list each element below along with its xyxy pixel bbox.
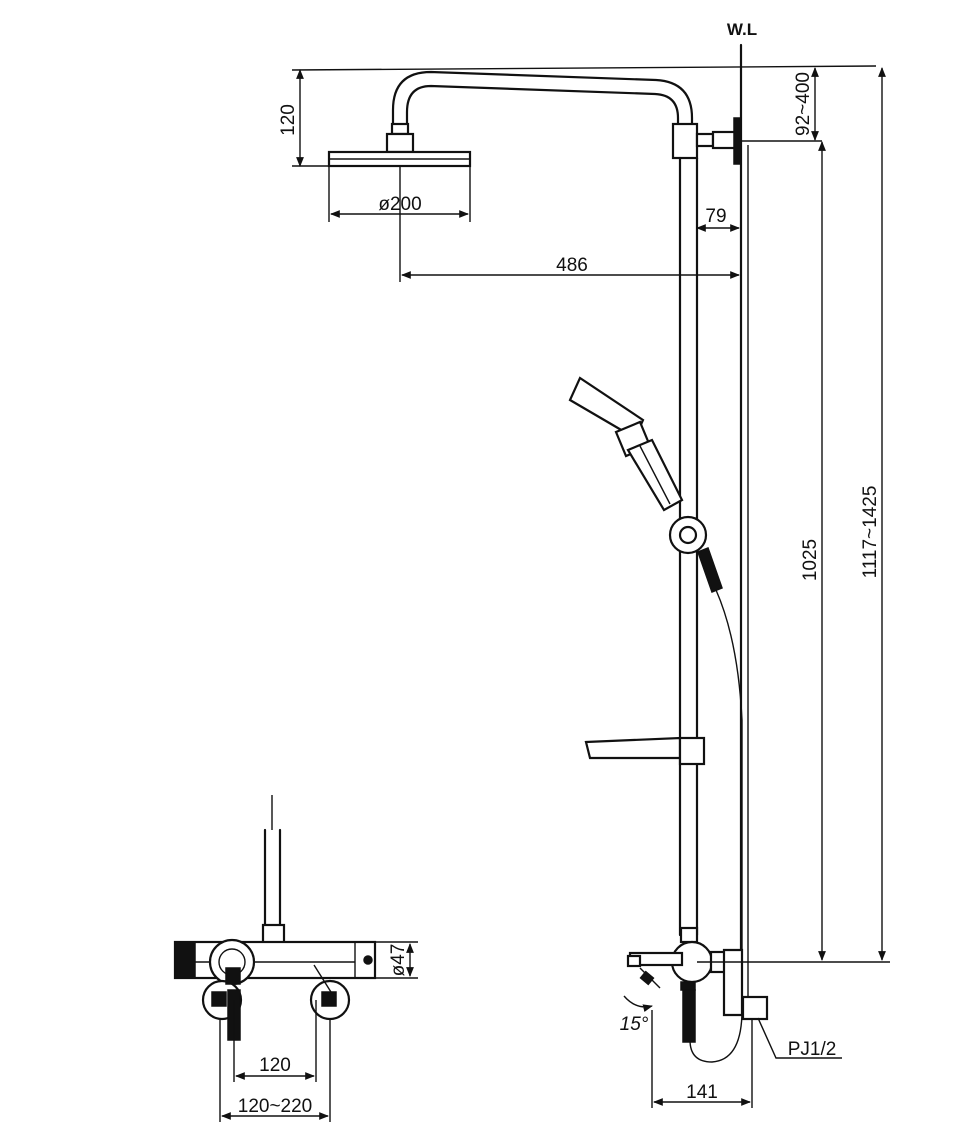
dim-height-total: 1117~1425 xyxy=(860,486,881,579)
mixer-front-view xyxy=(173,795,377,1041)
slide-holder xyxy=(668,515,723,593)
hand-shower xyxy=(568,376,684,512)
overhead-shower-head xyxy=(327,122,472,168)
water-line-label: W.L xyxy=(727,20,757,39)
dim-depth: 141 xyxy=(686,1082,718,1103)
dim-arm-reach: 486 xyxy=(556,255,588,276)
thermostatic-mixer-side xyxy=(626,926,769,1043)
shower-hose xyxy=(689,589,743,1063)
dimensions-side-view: W.L 120 ø200 92~400 79 486 1025 1117~142… xyxy=(278,20,890,1108)
dim-head-drop: 120 xyxy=(278,104,299,136)
dim-lever-angle: 15° xyxy=(620,1014,649,1035)
shower-arm xyxy=(391,70,694,127)
dim-inlet-center: 120 xyxy=(259,1055,291,1076)
dim-height-1025: 1025 xyxy=(800,539,821,581)
dim-arm-offset: 92~400 xyxy=(793,72,814,136)
top-wall-bracket xyxy=(671,117,742,165)
dim-body-diameter: ø47 xyxy=(388,944,409,977)
dim-inlet-range: 120~220 xyxy=(238,1096,313,1117)
shower-side-view xyxy=(327,43,769,1063)
soap-dish xyxy=(584,736,706,766)
dim-wall-to-pipe: 79 xyxy=(705,206,726,227)
dim-thread: PJ1/2 xyxy=(788,1039,837,1060)
dimensions-front-view: ø47 120 120~220 xyxy=(219,941,418,1122)
